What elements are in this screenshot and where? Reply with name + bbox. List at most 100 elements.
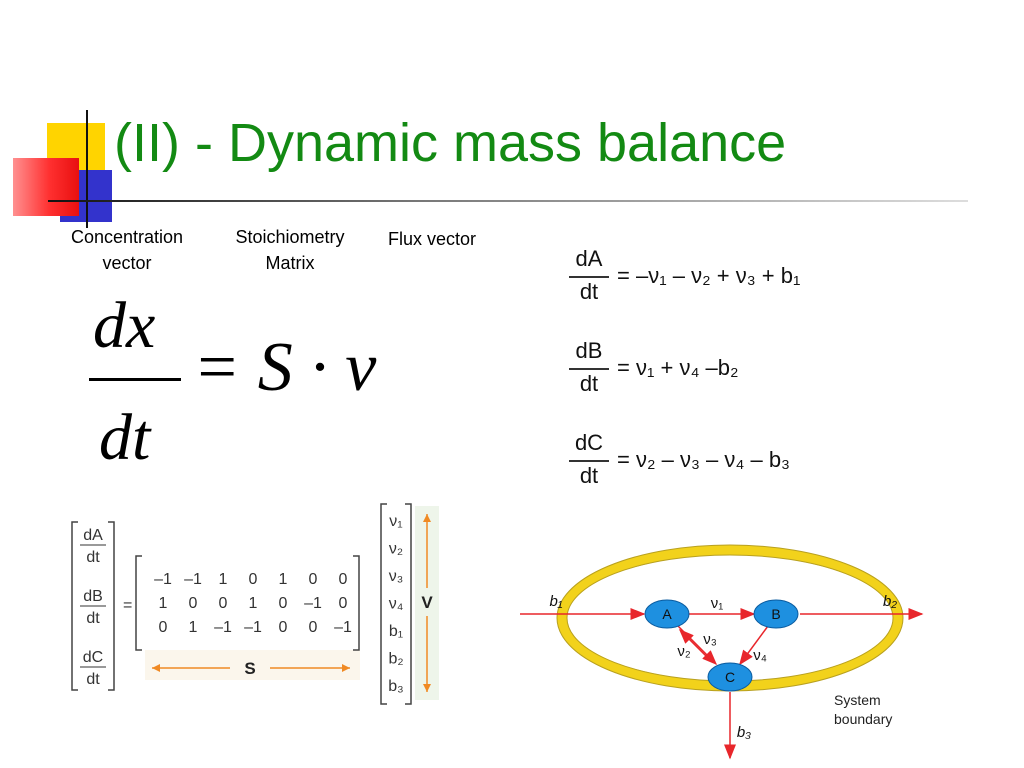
main-denominator: dt: [99, 401, 151, 474]
ring-outline-inner: [566, 554, 894, 682]
matrix-cell: 1: [219, 571, 228, 588]
matrix-bracket-left: [135, 555, 142, 651]
balance-equations: dA dt = –ν₁ – ν₂ + ν₃ + b₁ dB dt = ν₁ + …: [565, 246, 885, 496]
lhs-den-b: dt: [86, 610, 100, 627]
node-c: C: [707, 662, 753, 692]
eq-rhs: = ν₂ – ν₃ – ν₄ – b₃: [617, 447, 791, 472]
matrix-cell: 0: [279, 619, 288, 636]
flux-label-v4: ν₄: [753, 647, 767, 664]
concentration-vector-label: Concentration vector: [52, 224, 202, 276]
vector-cell: b₃: [388, 678, 403, 695]
label-line: Matrix: [265, 253, 315, 273]
eq-numerator: dA: [575, 246, 603, 271]
s-arrowhead-left: [152, 664, 160, 672]
matrix-cell: –1: [214, 619, 232, 636]
main-numerator: dx: [93, 289, 156, 362]
boundary-label-line1: System: [834, 692, 881, 708]
s-label-background: [145, 650, 360, 680]
label-line: Concentration: [70, 227, 184, 247]
matrix-cell: 1: [249, 595, 258, 612]
flux-arrow-v3: [678, 628, 713, 663]
exchange-label-b3: b₃: [737, 724, 751, 741]
label-line: Stoichiometry: [235, 227, 345, 247]
flux-arrow-v4: [739, 625, 769, 666]
v-label: V: [421, 593, 433, 612]
exchange-label-b1: b₁: [549, 593, 562, 610]
matrix-cell: 0: [339, 571, 348, 588]
matrix-cell: 0: [309, 571, 318, 588]
matrix-cells: –1 –1 1 0 1 0 0 1 0 0 1 0 –1 0 0 1 –1 –1 0 0 –1: [154, 571, 352, 636]
matrix-cell: 0: [159, 619, 168, 636]
vector-cell: ν₁: [389, 513, 402, 530]
vector-cell: ν₄: [389, 596, 404, 613]
label-line: vector: [102, 253, 152, 273]
vector-bracket-left: [380, 503, 387, 705]
node-c-label: C: [725, 669, 735, 685]
network-figure: A B C ν₁ ν₂ ν₃ ν₄ b₁ b₂ b₃ System bounda…: [520, 544, 924, 760]
flux-label-v3: ν₃: [703, 631, 717, 648]
vector-cell: ν₃: [389, 568, 404, 585]
node-a: A: [644, 599, 690, 629]
vector-cell: b₁: [389, 623, 403, 640]
matrix-cell: 0: [309, 619, 318, 636]
eq-numerator: dB: [575, 338, 603, 363]
v-arrowhead-up: [423, 514, 431, 522]
fraction-bar: [89, 378, 181, 381]
matrix-cell: 1: [159, 595, 168, 612]
vector-bracket-right: [405, 503, 412, 705]
eq-denominator: dt: [579, 279, 599, 304]
stoichiometry-matrix-label: Stoichiometry Matrix: [215, 224, 365, 276]
matrix-cell: 0: [219, 595, 228, 612]
exchange-label-b2: b₂: [883, 593, 897, 610]
lhs-bracket-left: [71, 521, 78, 691]
vector-cell: b₂: [388, 651, 403, 668]
lhs-num-c: dC: [83, 649, 103, 666]
s-arrowhead-right: [342, 664, 350, 672]
matrix-cell: 1: [279, 571, 288, 588]
eq-rhs: = –ν₁ – ν₂ + ν₃ + b₁: [617, 263, 801, 288]
eq-fraction-bar: [569, 276, 609, 278]
matrix-cell: 0: [249, 571, 258, 588]
s-label: S: [244, 659, 255, 678]
lhs-entries: dA dt dB dt dC dt: [80, 527, 106, 688]
matrix-equals: =: [123, 597, 132, 614]
flux-label-v2: ν₂: [677, 643, 691, 660]
eq-denominator: dt: [579, 371, 599, 396]
eq-numerator: dC: [574, 430, 604, 455]
main-rhs: = S · v: [193, 329, 377, 406]
lhs-num-b: dB: [83, 588, 103, 605]
lhs-bracket-right: [108, 521, 115, 691]
lhs-den-c: dt: [86, 671, 100, 688]
eq-fraction-bar: [569, 460, 609, 462]
decor-vertical-line: [86, 110, 88, 228]
eq-denominator: dt: [579, 463, 599, 488]
boundary-label-line2: boundary: [834, 711, 892, 727]
v-arrowhead-down: [423, 684, 431, 692]
vector-cell: ν₂: [389, 541, 403, 558]
matrix-cell: –1: [334, 619, 352, 636]
matrix-cell: –1: [184, 571, 202, 588]
matrix-cell: –1: [244, 619, 262, 636]
matrix-cell: 0: [279, 595, 288, 612]
vector-cells: ν₁ ν₂ ν₃ ν₄ b₁ b₂ b₃: [388, 513, 403, 695]
matrix-cell: –1: [154, 571, 172, 588]
lhs-den-a: dt: [86, 549, 100, 566]
lhs-num-a: dA: [83, 527, 103, 544]
matrix-cell: 0: [339, 595, 348, 612]
flux-label-v1: ν₁: [711, 595, 724, 612]
matrix-cell: 1: [189, 619, 198, 636]
slide-title: (II) - Dynamic mass balance: [114, 113, 787, 173]
node-b-label: B: [771, 606, 780, 622]
matrix-cell: –1: [304, 595, 322, 612]
flux-vector-label: Flux vector: [387, 229, 477, 249]
main-equation: dx dt = S · v: [85, 288, 405, 478]
decor-square-red: [13, 158, 79, 216]
node-a-label: A: [662, 606, 672, 622]
eq-rhs: = ν₁ + ν₄ –b₂: [617, 355, 739, 380]
node-b: B: [753, 599, 799, 629]
eq-fraction-bar: [569, 368, 609, 370]
title-underline: [48, 200, 968, 202]
matrix-cell: 0: [189, 595, 198, 612]
matrix-bracket-right: [353, 555, 360, 651]
